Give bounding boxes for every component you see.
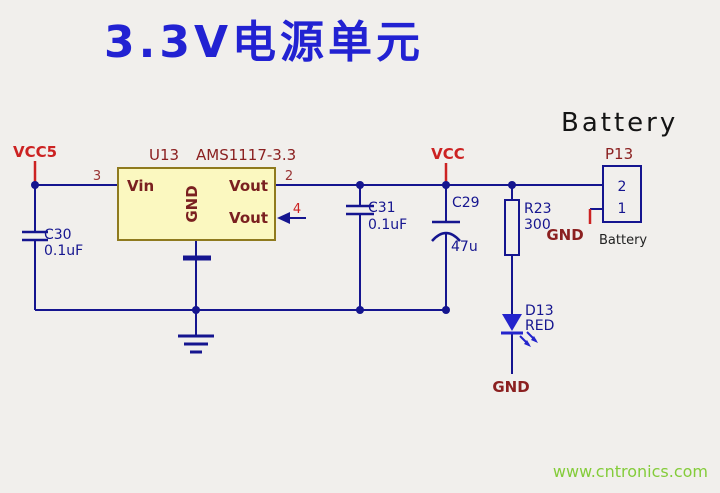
p13-body [602,165,642,223]
regulator-gnd-label: GND [183,185,201,222]
regulator-vin-label: Vin [127,177,154,195]
regulator-pin2-number: 2 [285,169,293,184]
regulator-body [117,167,276,241]
page-title: 3.3V电源单元 [104,17,424,68]
p13-battery-label: Battery [599,233,647,248]
battery-heading: Battery [561,108,678,138]
junction-dot [356,306,364,314]
c29-ref: C29 [452,195,480,211]
r23-ref: R23 [524,201,552,217]
junction-dot [442,306,450,314]
regulator-part: AMS1117-3.3 [196,146,296,164]
led-d13: D13 RED GND [492,303,554,396]
pin4-arrow-icon [277,212,290,224]
regulator-pin4-number: 4 [293,202,301,217]
p13-pin1-number: 1 [618,201,627,217]
resistor-r23-body [504,199,520,256]
regulator-u13: Vin Vout Vout GND U13 AMS1117-3.3 3 2 4 [93,146,301,261]
capacitor-c31 [346,204,374,216]
junction-dot [192,306,200,314]
led-arrow-1-head [524,340,531,347]
capacitor-c30 [22,230,48,242]
regulator-ref: U13 [149,146,179,164]
r23-value: 300 [524,217,551,233]
c31-ref: C31 [368,200,396,216]
c29-value: 47u [451,239,478,255]
connector-p13: P13 2 1 Battery GND [546,145,647,248]
d13-ref: D13 [525,303,554,319]
led-arrow-2-head [531,336,538,343]
earth-ground-icon [178,310,214,354]
c30-value: 0.1uF [44,243,83,259]
junction-dot [31,181,39,189]
junction-dots [31,181,516,314]
p13-gnd-label: GND [546,226,583,244]
regulator-vout-bottom-label: Vout [229,209,268,227]
vcc-label: VCC [431,145,465,163]
c29-plate-curved [431,231,461,242]
wires [34,184,603,374]
vcc5-label: VCC5 [13,143,57,161]
c31-value: 0.1uF [368,217,407,233]
junction-dot [442,181,450,189]
junction-dot [356,181,364,189]
p13-ref: P13 [605,145,633,163]
junction-dot [508,181,516,189]
regulator-vout-top-label: Vout [229,177,268,195]
capacitor-c29 [431,220,461,242]
watermark: www.cntronics.com [553,462,708,481]
p13-pin2-number: 2 [618,179,627,195]
led-gnd-label: GND [492,378,529,396]
regulator-pin3-number: 3 [93,169,101,184]
d13-value: RED [525,318,554,334]
c30-ref: C30 [44,227,72,243]
led-triangle-icon [502,314,522,331]
